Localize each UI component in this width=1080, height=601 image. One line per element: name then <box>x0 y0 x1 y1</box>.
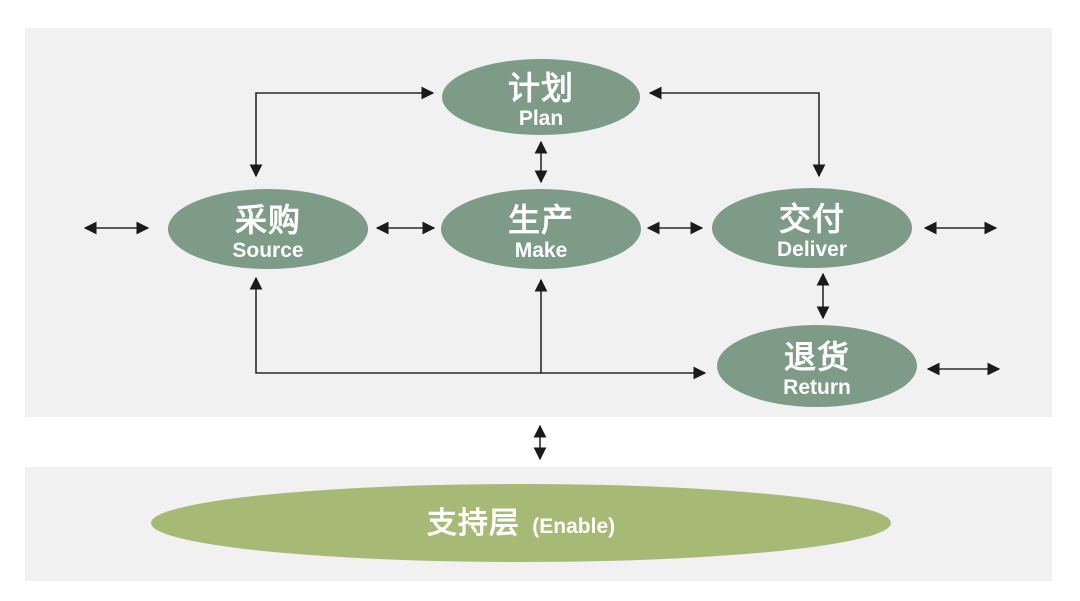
deliver-label-zh: 交付 <box>779 201 845 237</box>
plan-label-zh: 计划 <box>508 70 574 106</box>
make-label-en: Make <box>515 239 568 262</box>
node-return: 退货 Return <box>717 325 917 407</box>
deliver-label-en: Deliver <box>777 238 847 261</box>
deliver-ellipse <box>712 188 912 268</box>
node-enable: 支持层 (Enable) <box>151 484 891 562</box>
edge-source-plan <box>249 86 435 178</box>
node-deliver: 交付 Deliver <box>712 188 912 268</box>
plan-label-en: Plan <box>519 107 563 130</box>
node-source: 采购 Source <box>168 189 368 269</box>
return-ellipse <box>717 325 917 407</box>
node-make: 生产 Make <box>441 189 641 269</box>
edge-plan-deliver <box>648 86 826 178</box>
source-ellipse <box>168 189 368 269</box>
source-label-zh: 采购 <box>235 202 301 238</box>
source-label-en: Source <box>232 239 303 262</box>
return-label-zh: 退货 <box>784 339 850 375</box>
return-label-en: Return <box>783 376 851 399</box>
node-plan: 计划 Plan <box>442 59 640 135</box>
plan-ellipse <box>442 59 640 135</box>
enable-label-en: (Enable) <box>532 515 615 538</box>
make-label-zh: 生产 <box>508 202 574 238</box>
enable-label-zh: 支持层 <box>427 507 520 540</box>
enable-label: 支持层 (Enable) <box>427 507 615 540</box>
enable-ellipse <box>151 484 891 562</box>
make-ellipse <box>441 189 641 269</box>
edge-return-source <box>249 276 707 380</box>
